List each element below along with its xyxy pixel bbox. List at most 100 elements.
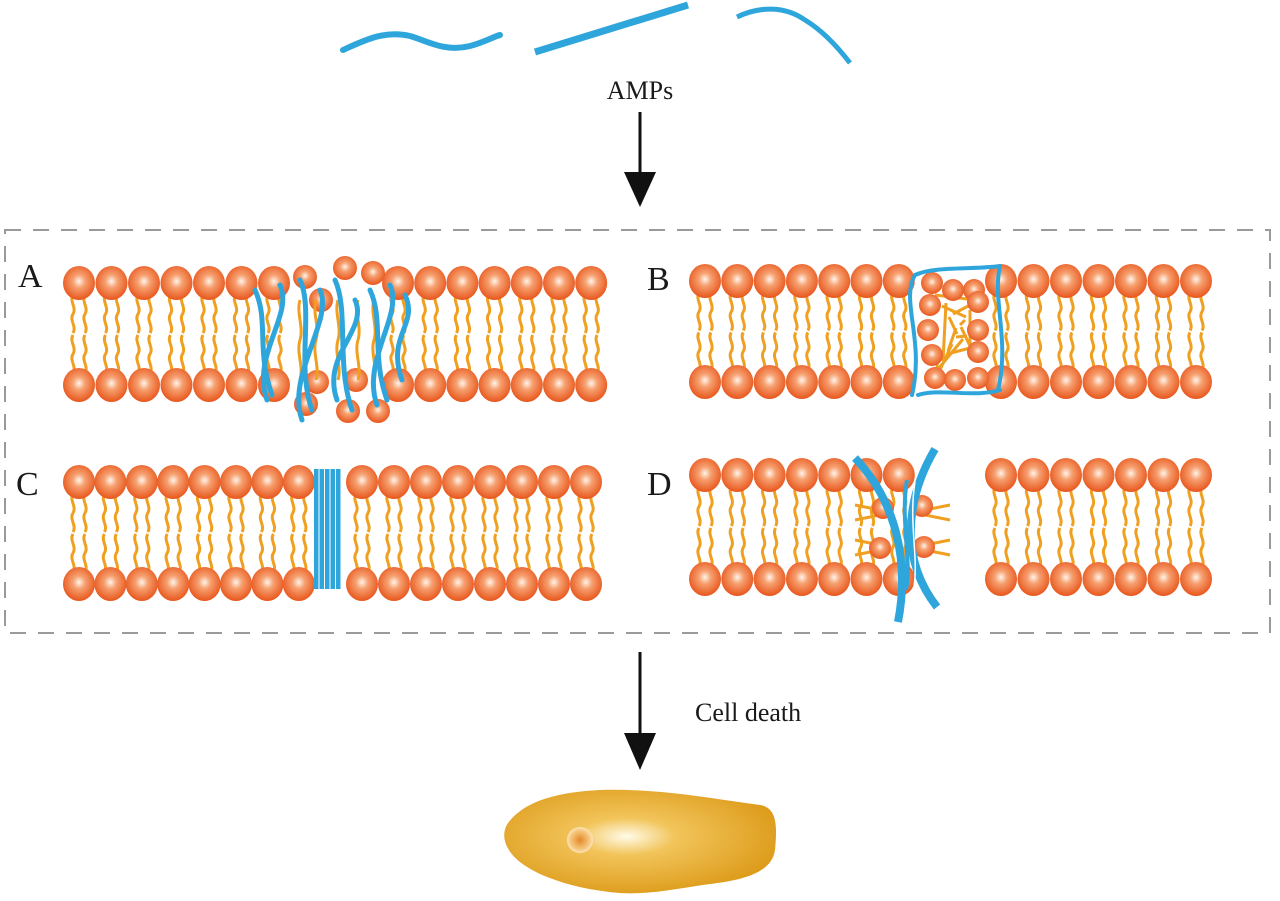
lipid-tail	[113, 533, 120, 573]
lipid-tail	[449, 493, 455, 533]
lipid-tail	[1069, 292, 1075, 332]
lipid-tail	[708, 527, 714, 568]
lipid-tail	[101, 493, 108, 533]
lipid-head	[506, 567, 538, 601]
lipid-tail	[297, 299, 303, 381]
lipid-tail	[1101, 331, 1108, 371]
lipid-head	[378, 567, 410, 601]
lipid-tail	[493, 493, 499, 533]
lipid-tail	[760, 331, 767, 371]
lipid-tail	[212, 334, 218, 374]
lipid-tail	[525, 533, 531, 573]
lipid-head	[1180, 458, 1212, 492]
lipid-tail	[992, 331, 998, 371]
lipid-head	[850, 365, 883, 399]
amps-label: AMPs	[607, 76, 673, 105]
lipid-tail	[145, 533, 151, 573]
lipid-head	[919, 294, 941, 316]
lipid-tail	[465, 334, 472, 374]
lipid-head	[258, 266, 290, 300]
lipid-tail	[1089, 486, 1096, 527]
lipid-tail	[433, 334, 439, 374]
lipid-tail	[1024, 331, 1031, 371]
lipid-tail	[1089, 527, 1096, 568]
lipid-head	[721, 458, 754, 492]
lipid-head	[128, 368, 160, 402]
peptide	[332, 277, 355, 413]
lipid-tail	[992, 486, 998, 527]
lipid-head	[1147, 458, 1180, 492]
lipid-head	[346, 465, 378, 499]
lipid-tail	[937, 343, 954, 373]
panel-label-b: B	[647, 261, 670, 298]
lipid-tail	[772, 331, 779, 371]
lipid-tail	[1199, 527, 1205, 568]
lipid-tail	[793, 292, 799, 332]
lipid-tail	[513, 533, 519, 573]
lipid-tail	[890, 527, 896, 568]
lipid-tail	[389, 334, 395, 374]
lipid-head	[543, 368, 575, 402]
peptide	[395, 292, 412, 383]
lipid-tail	[397, 493, 403, 533]
lipid-tail	[1024, 292, 1031, 332]
lipid-tail	[82, 294, 88, 334]
lipid-head	[1147, 264, 1180, 298]
lipid-tail	[232, 294, 239, 334]
lipid-tail	[696, 527, 702, 568]
lipid-head	[869, 537, 891, 559]
lipid-tail	[1036, 527, 1043, 568]
lipid-head	[543, 266, 575, 300]
lipid-tail	[179, 294, 186, 334]
lipid-head	[305, 370, 329, 394]
lipid-tail	[740, 527, 746, 568]
lipid-head	[251, 465, 284, 499]
lipid-tail	[70, 493, 76, 533]
lipid-tail	[1166, 486, 1173, 527]
lipid-tail	[397, 533, 403, 573]
lipid-tail	[485, 294, 492, 334]
lipid-tail	[525, 493, 531, 533]
lipid-head	[160, 368, 193, 402]
lipid-tail	[857, 527, 864, 568]
peptide-stave	[325, 469, 330, 589]
lipid-tail	[562, 334, 568, 374]
lipid-tail	[518, 334, 524, 374]
lipid-tail	[497, 334, 504, 374]
lipid-tail	[1057, 527, 1063, 568]
lipid-head	[346, 567, 378, 601]
lipid-head	[882, 264, 915, 298]
lipid-head	[850, 264, 883, 298]
lipid-head	[575, 266, 608, 300]
lipid-tail	[1122, 292, 1128, 332]
mechanisms-frame	[4, 229, 1271, 634]
lipid-head	[336, 399, 360, 423]
lipid-tail	[145, 493, 151, 533]
lipid-tail	[365, 493, 371, 533]
lipid-head	[1147, 365, 1180, 399]
lipid-head	[414, 266, 447, 300]
lipid-tail	[740, 292, 746, 332]
lipid-tail	[70, 334, 76, 374]
lipid-head	[94, 465, 127, 499]
lipid-tail	[955, 334, 968, 339]
lipid-head	[967, 367, 989, 389]
lipid-head	[382, 266, 414, 300]
lipid-head	[689, 562, 721, 596]
lipid-head	[378, 465, 410, 499]
lipid-tail	[582, 334, 588, 374]
lipid-tail	[244, 334, 251, 374]
lipid-tail	[589, 533, 595, 573]
cell-death-label: Cell death	[695, 698, 801, 727]
lipid-tail	[772, 527, 779, 568]
lipid-tail	[401, 334, 407, 374]
lipid-tail	[135, 334, 141, 374]
lipid-head	[689, 264, 721, 298]
lipid-tail	[239, 493, 245, 533]
peptide	[913, 264, 1002, 277]
lipid-tail	[239, 533, 245, 573]
panel-label-a: A	[18, 258, 43, 295]
lipid-head	[293, 265, 317, 289]
lipid-head	[333, 256, 357, 280]
